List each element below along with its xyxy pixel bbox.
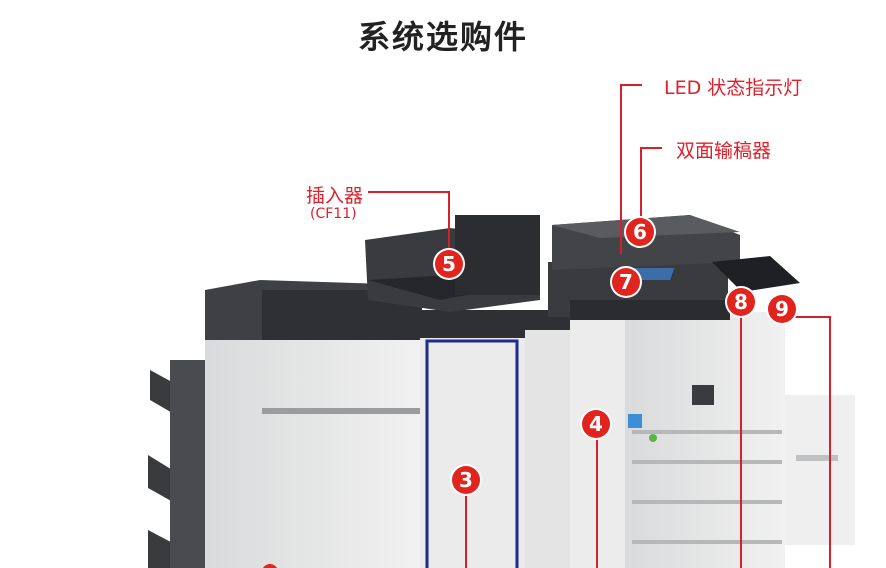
leader-3: [465, 490, 467, 568]
page-title: 系统选购件: [357, 18, 528, 56]
badge-7: 7: [612, 268, 640, 296]
label-inserter-model: (CF11): [310, 206, 357, 222]
badge-9: 9: [768, 295, 796, 323]
badge-3: 3: [452, 466, 480, 494]
leader-9-horizontal: [790, 316, 830, 318]
leader-inserter: [368, 191, 450, 193]
leader-duplex: [640, 147, 662, 149]
leader-inserter-vertical: [448, 191, 450, 251]
label-inserter: 插入器: [306, 185, 364, 207]
badge-5: 5: [435, 250, 463, 278]
leader-8: [740, 315, 742, 568]
leader-9: [829, 316, 831, 568]
leader-4: [596, 436, 598, 568]
leader-led-vertical: [620, 84, 622, 254]
badge-8: 8: [727, 288, 755, 316]
badge-4: 4: [582, 410, 610, 438]
label-duplex-feeder: 双面输稿器: [676, 140, 772, 162]
leader-led: [620, 84, 642, 86]
badge-6: 6: [626, 218, 654, 246]
label-led: LED 状态指示灯: [664, 77, 803, 99]
leader-duplex-vertical: [640, 147, 642, 227]
finisher-trays: [148, 360, 210, 568]
